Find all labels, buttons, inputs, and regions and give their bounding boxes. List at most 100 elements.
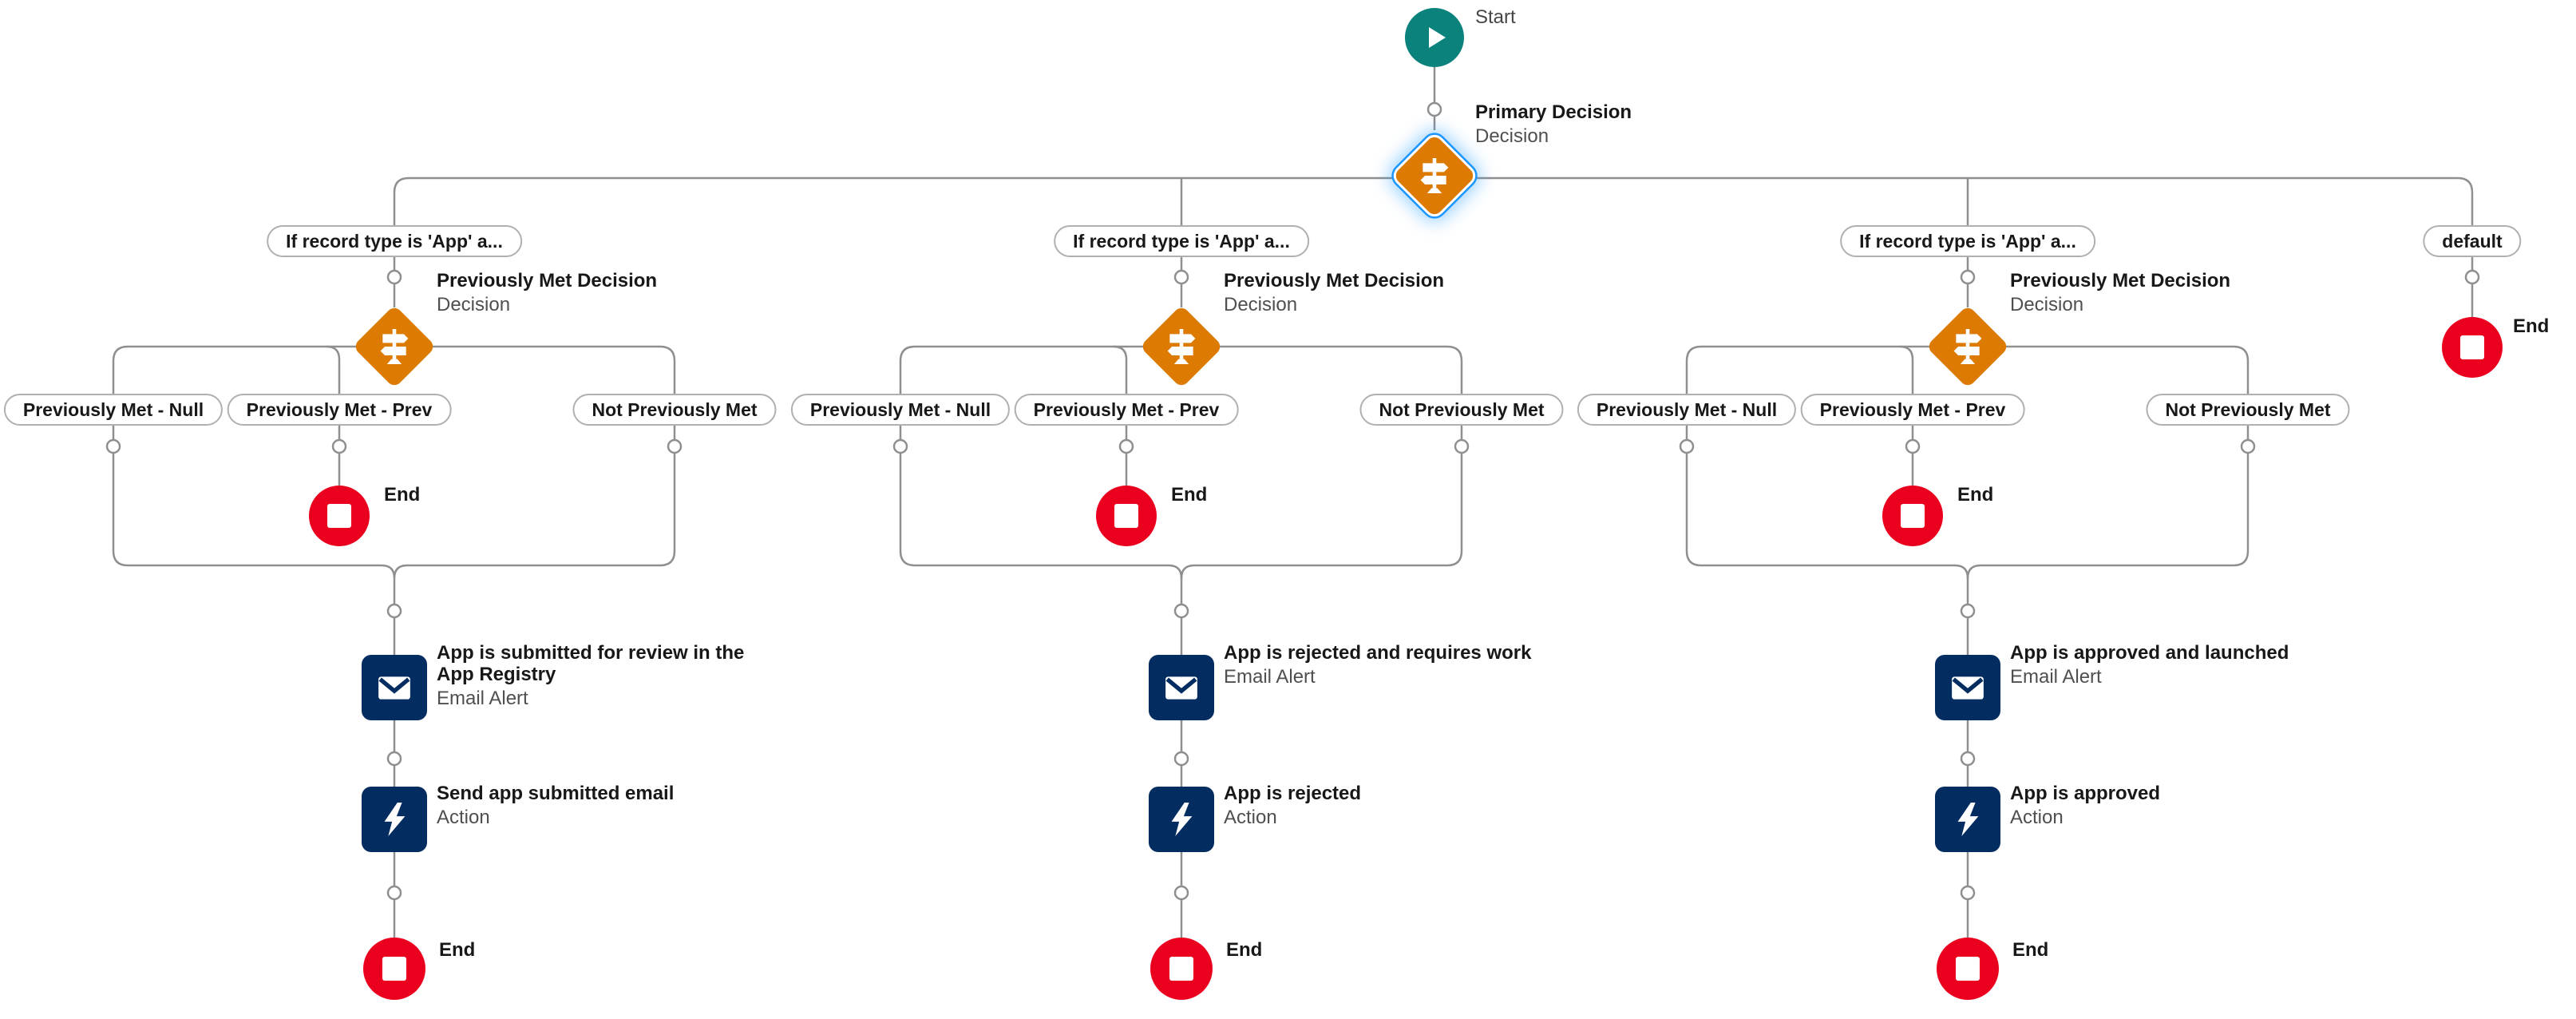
decision-label: Previously Met Decision Decision — [1224, 270, 1444, 315]
email-alert-node[interactable] — [362, 655, 427, 720]
outcome-pill: Previously Met - Prev — [1014, 394, 1239, 426]
add-element-button[interactable] — [1960, 885, 1976, 901]
add-element-button[interactable] — [1173, 751, 1189, 767]
outcome-pill: Previously Met - Prev — [1800, 394, 2025, 426]
add-element-button[interactable] — [1173, 885, 1189, 901]
outcome-pill: Not Previously Met — [2146, 394, 2350, 426]
node-subtitle: Decision — [1224, 294, 1298, 315]
end-node[interactable] — [1882, 486, 1943, 546]
lightning-icon — [384, 802, 406, 837]
add-element-button[interactable] — [331, 438, 347, 454]
add-element-button[interactable] — [1173, 269, 1189, 285]
node-subtitle: Email Alert — [437, 688, 528, 709]
play-icon — [1429, 27, 1446, 48]
email-alert-label: App is rejected and requires work Email … — [1224, 642, 1531, 688]
stop-icon — [1114, 504, 1138, 528]
add-element-button[interactable] — [1454, 438, 1470, 454]
add-element-button[interactable] — [386, 885, 402, 901]
outcome-pill: Not Previously Met — [572, 394, 777, 426]
action-node[interactable] — [1149, 787, 1214, 852]
start-label: Start — [1475, 6, 1516, 28]
add-element-button[interactable] — [1426, 101, 1442, 117]
add-element-button[interactable] — [2464, 269, 2480, 285]
end-node[interactable] — [1096, 486, 1157, 546]
start-node[interactable] — [1405, 8, 1464, 67]
email-alert-label: App is submitted for review in the App R… — [437, 642, 784, 709]
end-node[interactable] — [1937, 938, 1999, 1000]
node-subtitle: Action — [2010, 807, 2064, 828]
connector — [1113, 345, 1128, 397]
end-node[interactable] — [1150, 938, 1213, 1000]
email-icon — [1952, 676, 1984, 700]
action-label: App is approved Action — [2010, 783, 2160, 828]
add-element-button[interactable] — [667, 438, 683, 454]
decision-signpost-icon — [1167, 329, 1196, 364]
merge-connector — [393, 453, 676, 579]
end-label: End — [1171, 484, 1208, 506]
add-element-button[interactable] — [1960, 603, 1976, 619]
add-element-button[interactable] — [1118, 438, 1134, 454]
email-alert-node[interactable] — [1935, 655, 2000, 720]
email-alert-label: App is approved and launched Email Alert — [2010, 642, 2289, 688]
stop-icon — [2460, 335, 2484, 359]
merge-connector — [1966, 453, 2250, 579]
connector — [1899, 345, 1914, 397]
add-element-button[interactable] — [386, 751, 402, 767]
end-label: End — [2012, 939, 2049, 961]
add-element-button[interactable] — [892, 438, 908, 454]
end-node[interactable] — [363, 938, 425, 1000]
outcome-pill: Previously Met - Null — [3, 394, 224, 426]
decision-signpost-icon — [1953, 329, 1982, 364]
add-element-button[interactable] — [105, 438, 121, 454]
node-subtitle: Email Alert — [2010, 666, 2102, 688]
decision-node[interactable] — [352, 304, 437, 389]
action-node[interactable] — [1935, 787, 2000, 852]
action-label: Send app submitted email Action — [437, 783, 674, 828]
email-alert-node[interactable] — [1149, 655, 1214, 720]
branch-label-pill: If record type is 'App' a... — [1840, 225, 2095, 257]
node-subtitle: Email Alert — [1224, 666, 1316, 688]
email-icon — [1165, 676, 1197, 700]
end-node[interactable] — [309, 486, 370, 546]
node-title: App is rejected and requires work — [1224, 642, 1532, 664]
merge-connector — [1685, 453, 1969, 579]
decision-label: Previously Met Decision Decision — [2010, 270, 2230, 315]
branch-label-pill: If record type is 'App' a... — [1054, 225, 1309, 257]
add-element-button[interactable] — [1960, 751, 1976, 767]
decision-signpost-icon — [1420, 158, 1449, 193]
end-label: End — [1957, 484, 1994, 506]
node-subtitle: Action — [437, 807, 490, 828]
outcome-pill: Previously Met - Null — [1577, 394, 1797, 426]
stop-icon — [1169, 957, 1193, 981]
end-node[interactable] — [2442, 317, 2503, 378]
outcome-pill: Not Previously Met — [1359, 394, 1564, 426]
add-element-button[interactable] — [386, 269, 402, 285]
stop-icon — [327, 504, 351, 528]
merge-connector — [899, 453, 1183, 579]
node-title: App is approved — [2010, 783, 2161, 804]
add-element-button[interactable] — [1905, 438, 1921, 454]
decision-node[interactable] — [1925, 304, 2010, 389]
add-element-button[interactable] — [2240, 438, 2256, 454]
node-title: Primary Decision — [1475, 101, 1632, 123]
add-element-button[interactable] — [386, 603, 402, 619]
lightning-icon — [1957, 802, 1979, 837]
add-element-button[interactable] — [1679, 438, 1695, 454]
add-element-button[interactable] — [1960, 269, 1976, 285]
node-subtitle: Action — [1224, 807, 1277, 828]
action-node[interactable] — [362, 787, 427, 852]
stop-icon — [382, 957, 406, 981]
decision-node[interactable] — [1139, 304, 1224, 389]
node-title: App is approved and launched — [2010, 642, 2289, 664]
end-label: End — [384, 484, 421, 506]
default-label-pill: default — [2423, 225, 2522, 257]
primary-decision-node[interactable] — [1392, 133, 1477, 218]
merge-connector — [1180, 453, 1463, 579]
outcome-pill: Previously Met - Null — [790, 394, 1011, 426]
add-element-button[interactable] — [1173, 603, 1189, 619]
outcome-pill: Previously Met - Prev — [227, 394, 452, 426]
node-title: Previously Met Decision — [1224, 270, 1445, 291]
node-title: Previously Met Decision — [437, 270, 658, 291]
